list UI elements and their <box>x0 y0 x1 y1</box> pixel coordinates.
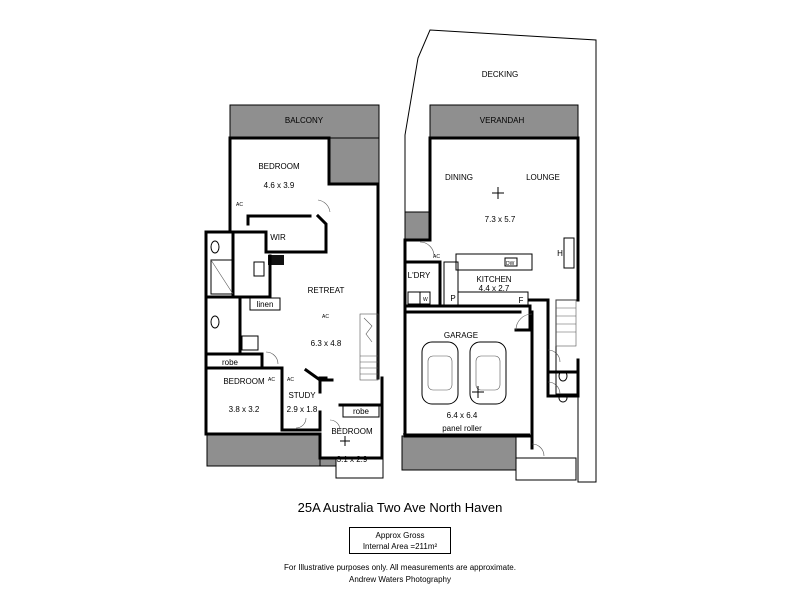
disclaimer-text: For Illustrative purposes only. All meas… <box>284 563 516 572</box>
ac-label-2: AC <box>322 314 329 320</box>
verandah-area <box>429 104 579 139</box>
vanity-2 <box>241 335 259 351</box>
ac-label-3: AC <box>268 377 275 383</box>
dw-label: DW <box>506 261 515 267</box>
decking-label: DECKING <box>482 70 518 79</box>
laundry-label: L'DRY <box>408 271 431 280</box>
retreat-label: RETREAT <box>308 286 345 295</box>
ac-label-5: AC <box>433 254 440 260</box>
bedroom2-dimensions: 3.8 x 3.2 <box>229 405 260 414</box>
verandah-label: VERANDAH <box>480 116 525 125</box>
toilet-ground <box>558 370 568 382</box>
kitchen-bench <box>443 261 459 307</box>
study-dimensions: 2.9 x 1.8 <box>287 405 318 414</box>
washer-label: W <box>423 297 428 303</box>
garage-label: GARAGE <box>444 331 478 340</box>
laundry-sink <box>407 291 421 305</box>
balcony-label: BALCONY <box>285 116 324 125</box>
lounge-label: LOUNGE <box>526 173 560 182</box>
car-2 <box>469 341 507 405</box>
bedroom1-label: BEDROOM <box>258 162 300 171</box>
ground-stairs <box>555 299 577 347</box>
vanity <box>253 261 265 277</box>
shower <box>210 259 234 295</box>
kitchen-label: KITCHEN <box>476 275 511 284</box>
photography-credit: Andrew Waters Photography <box>349 575 451 584</box>
side-path-area <box>404 211 431 241</box>
area-line-2: Internal Area =211m² <box>362 542 438 551</box>
retreat-dimensions: 6.3 x 4.8 <box>311 339 342 348</box>
ground-floor: DECKING VERANDAH DINING LOUNGE 7.3 x 5.7… <box>401 29 597 483</box>
washer-box <box>419 291 431 305</box>
robe2-label: robe <box>353 407 370 416</box>
bedroom3-label: BEDROOM <box>331 427 373 436</box>
fireplace <box>563 237 575 269</box>
basin-ground <box>558 393 568 403</box>
living-dimensions: 7.3 x 5.7 <box>485 215 516 224</box>
pantry-label: P <box>450 294 455 303</box>
lower-terrace-area <box>206 433 321 467</box>
upper-floor: BALCONY BEDROOM 4.6 x 3.9 WIR RETREAT 6.… <box>204 104 384 479</box>
fridge-label: F <box>519 296 524 305</box>
robe1-label: robe <box>222 358 239 367</box>
kitchen-island <box>455 253 533 271</box>
kitchen-dimensions: 4.4 x 2.7 <box>479 284 510 293</box>
bedroom2-label: BEDROOM <box>223 377 265 386</box>
study-label: STUDY <box>288 391 316 400</box>
property-address: 25A Australia Two Ave North Haven <box>297 500 503 515</box>
garage-dimensions: 6.4 x 6.4 <box>447 411 478 420</box>
car-1 <box>421 341 459 405</box>
panel-roller-label: panel roller <box>442 424 482 433</box>
bedroom1-dimensions: 4.6 x 3.9 <box>264 181 295 190</box>
ac-label-4: AC <box>287 377 294 383</box>
toilet-2 <box>210 315 220 329</box>
upper-stairs <box>359 313 379 381</box>
internal-area-box: Approx Gross Internal Area =211m² <box>349 527 451 554</box>
dining-label: DINING <box>445 173 473 182</box>
area-line-1: Approx Gross <box>375 531 425 540</box>
driveway-area <box>401 435 517 471</box>
balcony-area-lower <box>328 137 380 185</box>
bedroom3-dimensions: 3.1 x 2.9 <box>337 455 368 464</box>
wir-label: WIR <box>270 233 286 242</box>
ac-label-1: AC <box>236 202 243 208</box>
linen-label: linen <box>257 300 274 309</box>
heater-label: H <box>557 249 563 258</box>
toilet <box>210 240 220 254</box>
balcony-area <box>229 104 380 139</box>
floor-plan: BALCONY BEDROOM 4.6 x 3.9 WIR RETREAT 6.… <box>204 29 597 483</box>
